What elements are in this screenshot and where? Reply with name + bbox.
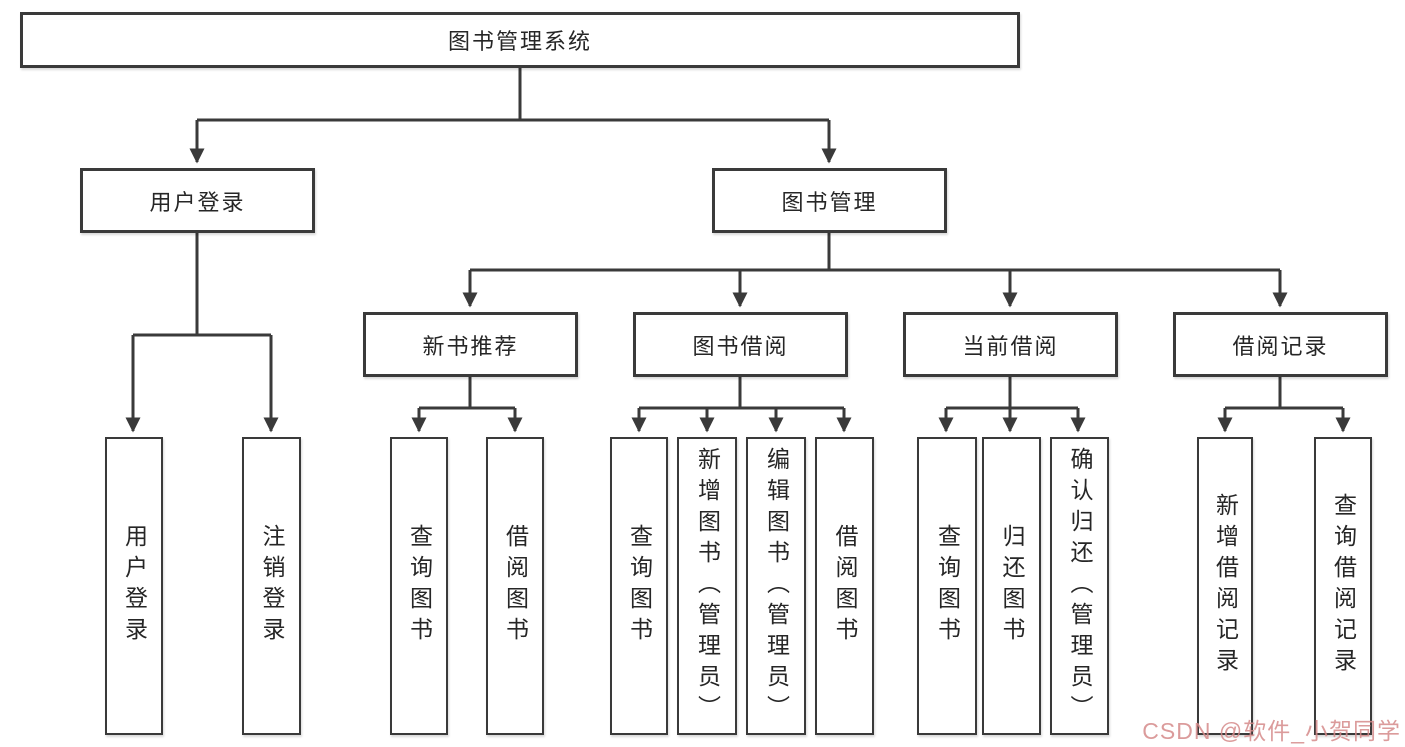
leaf-add-book-admin: 新增图书（管理员）: [677, 437, 737, 735]
leaf-logout: 注销登录: [242, 437, 301, 735]
leaf-edit-book-admin-label: 编辑图书（管理员）: [763, 446, 790, 726]
leaf-query-borrow-record: 查询借阅记录: [1314, 437, 1372, 735]
node-book-borrowing-label: 图书借阅: [692, 333, 789, 359]
leaf-confirm-return-admin: 确认归还（管理员）: [1050, 437, 1109, 735]
leaf-borrow-books-recommend: 借阅图书: [486, 437, 544, 735]
node-book-borrowing: 图书借阅: [633, 312, 848, 377]
leaf-logout-label: 注销登录: [259, 524, 285, 648]
node-current-borrowing: 当前借阅: [903, 312, 1118, 377]
node-user-login-label: 用户登录: [149, 189, 246, 215]
leaf-return-books: 归还图书: [982, 437, 1041, 735]
leaf-user-login: 用户登录: [105, 437, 163, 735]
leaf-query-books-recommend: 查询图书: [390, 437, 448, 735]
leaf-borrow-books-recommend-label: 借阅图书: [502, 524, 529, 648]
node-new-book-recommendation: 新书推荐: [363, 312, 578, 377]
node-current-borrowing-label: 当前借阅: [962, 333, 1059, 359]
leaf-edit-book-admin: 编辑图书（管理员）: [746, 437, 806, 735]
node-root: 图书管理系统: [20, 12, 1020, 68]
leaf-confirm-return-admin-label: 确认归还（管理员）: [1067, 446, 1093, 726]
leaf-user-login-label: 用户登录: [121, 524, 148, 648]
leaf-add-borrow-record: 新增借阅记录: [1197, 437, 1253, 735]
leaf-query-books-borrow: 查询图书: [610, 437, 668, 735]
node-user-login: 用户登录: [80, 168, 315, 233]
node-root-label: 图书管理系统: [447, 29, 592, 54]
node-borrowing-records: 借阅记录: [1173, 312, 1388, 377]
leaf-return-books-label: 归还图书: [999, 524, 1025, 648]
leaf-query-books-recommend-label: 查询图书: [406, 524, 433, 648]
leaf-borrow-books-label: 借阅图书: [832, 524, 858, 648]
csdn-watermark: CSDN @软件_小贺同学: [1142, 718, 1401, 744]
node-new-book-recommendation-label: 新书推荐: [422, 333, 519, 359]
node-borrowing-records-label: 借阅记录: [1232, 333, 1329, 359]
node-book-management-label: 图书管理: [781, 189, 878, 215]
leaf-query-books-current: 查询图书: [917, 437, 977, 735]
leaf-add-borrow-record-label: 新增借阅记录: [1212, 493, 1239, 679]
leaf-borrow-books: 借阅图书: [815, 437, 874, 735]
leaf-add-book-admin-label: 新增图书（管理员）: [694, 446, 721, 726]
leaf-query-borrow-record-label: 查询借阅记录: [1330, 493, 1357, 679]
node-book-management: 图书管理: [712, 168, 947, 233]
leaf-query-books-current-label: 查询图书: [934, 524, 961, 648]
leaf-query-books-borrow-label: 查询图书: [626, 524, 653, 648]
